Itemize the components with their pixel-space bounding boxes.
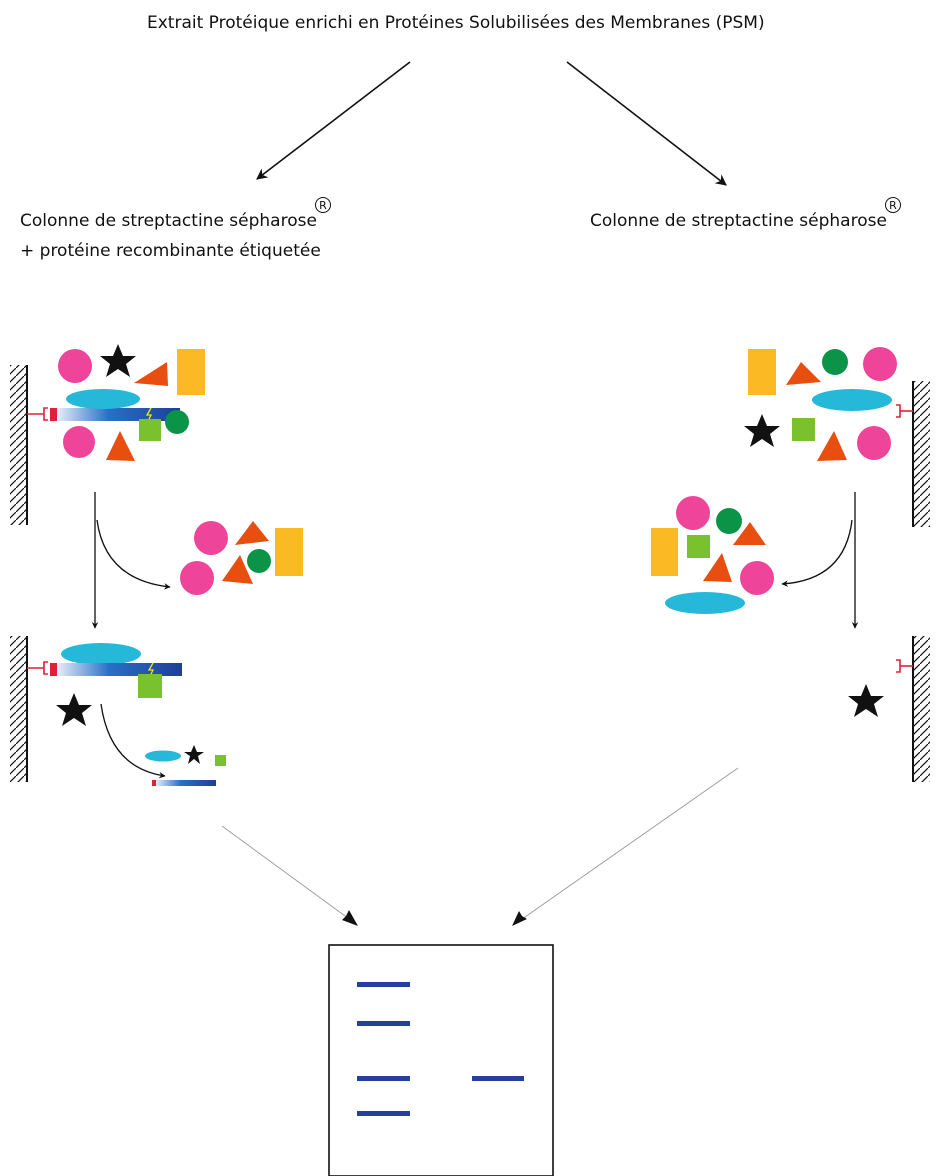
lime-square-small [215, 755, 226, 766]
orange-triangle [733, 522, 766, 545]
green-circle [247, 549, 271, 573]
left-elution-arrow [96, 519, 171, 590]
arrow-to-gel-right [514, 767, 739, 925]
black-star-icon [56, 693, 92, 726]
orange-triangle [106, 431, 135, 461]
cyan-ellipse [66, 389, 140, 409]
arrowhead-gel-right [512, 911, 527, 926]
right-linker [896, 404, 913, 418]
gel-band-lane1 [357, 1076, 410, 1081]
recombinant-protein [50, 408, 180, 421]
gel-band-lane1 [357, 1021, 410, 1026]
left-linker [27, 661, 48, 675]
green-circle [822, 349, 848, 375]
magenta-circle [676, 496, 710, 530]
left-column-line1: Colonne de streptactine sépharose [20, 211, 317, 231]
magenta-circle [194, 521, 228, 555]
black-star-icon [848, 684, 884, 717]
left-linker [27, 407, 48, 421]
left-column-line2: + protéine recombinante étiquetée [20, 241, 321, 261]
cyan-ellipse [61, 643, 141, 665]
magenta-circle [740, 561, 774, 595]
black-star-icon [744, 414, 780, 447]
arrowhead-gel-left [342, 910, 358, 926]
yellow-rectangle [177, 349, 205, 395]
green-circle [165, 410, 189, 434]
yellow-rectangle [651, 528, 678, 576]
arrow-to-left [256, 61, 411, 180]
gel-band-lane1 [357, 1111, 410, 1116]
yellow-rectangle [275, 528, 303, 576]
strep-tag [50, 663, 57, 676]
arrow-to-right [566, 61, 727, 186]
black-star-icon [100, 344, 136, 377]
orange-triangle [235, 521, 269, 545]
lime-square [792, 418, 815, 441]
cyan-ellipse [665, 592, 745, 614]
cyan-ellipse-small [145, 750, 181, 762]
right-linker [896, 659, 913, 673]
strep-tag-small [152, 780, 156, 786]
orange-triangle [786, 362, 821, 385]
green-circle [716, 508, 742, 534]
lime-square [687, 535, 710, 558]
gel-frame [328, 944, 554, 1176]
yellow-rectangle [748, 349, 776, 395]
lightning-icon [147, 662, 155, 677]
arrow-to-gel-left [221, 825, 357, 925]
orange-triangle [703, 553, 732, 582]
left-final-elution-arrow [100, 703, 166, 779]
right-column-wall-bottom [912, 636, 930, 782]
lime-square [139, 419, 161, 441]
right-wash-arrow [781, 519, 853, 587]
right-column-line1: Colonne de streptactine sépharose [590, 211, 887, 231]
magenta-circle [857, 426, 891, 460]
magenta-circle [863, 347, 897, 381]
orange-triangle [222, 555, 253, 584]
magenta-circle [180, 561, 214, 595]
cyan-ellipse [812, 389, 892, 411]
lightning-icon [145, 407, 153, 422]
left-column-wall-top [10, 365, 28, 525]
recombinant-protein [50, 663, 182, 676]
gel-band-lane1 [357, 982, 410, 987]
strep-tag [50, 408, 57, 421]
magenta-circle [63, 426, 95, 458]
lime-square [138, 674, 162, 698]
magenta-circle [58, 349, 92, 383]
gel-band-lane2 [472, 1076, 524, 1081]
orange-triangle [817, 431, 847, 461]
right-column-wall-top [912, 381, 930, 527]
orange-triangle [134, 362, 168, 386]
recombinant-protein-small [152, 780, 216, 786]
diagram-title: Extrait Protéique enrichi en Protéines S… [147, 13, 765, 33]
left-column-wall-bottom [10, 636, 28, 782]
black-star-icon [184, 745, 204, 764]
